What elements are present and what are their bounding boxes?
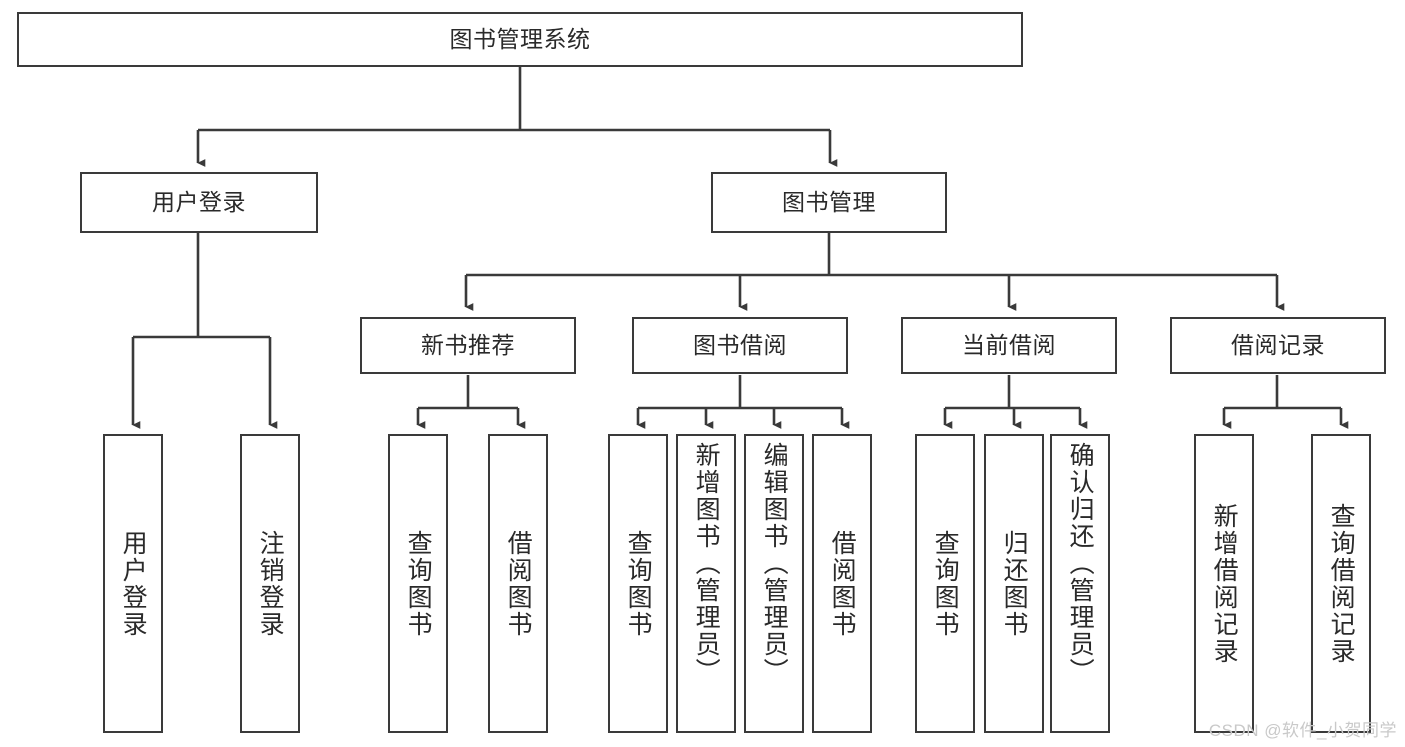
node-leaf-query-book-3-label: 查询图书 xyxy=(931,529,960,638)
node-leaf-return-book[interactable]: 归还图书 xyxy=(984,434,1044,733)
node-leaf-borrow-book-2-label: 借阅图书 xyxy=(828,529,857,638)
node-leaf-return-book-label: 归还图书 xyxy=(1000,529,1029,638)
node-leaf-query-record[interactable]: 查询借阅记录 xyxy=(1311,434,1371,733)
node-user-login-label: 用户登录 xyxy=(152,189,246,216)
node-root-label: 图书管理系统 xyxy=(449,26,591,53)
node-book-manage-label: 图书管理 xyxy=(782,189,876,216)
node-leaf-query-book-3[interactable]: 查询图书 xyxy=(915,434,975,733)
node-root[interactable]: 图书管理系统 xyxy=(17,12,1023,67)
node-leaf-user-login-label: 用户登录 xyxy=(119,529,148,638)
node-leaf-borrow-book-2[interactable]: 借阅图书 xyxy=(812,434,872,733)
node-leaf-user-login[interactable]: 用户登录 xyxy=(103,434,163,733)
node-user-login[interactable]: 用户登录 xyxy=(80,172,318,233)
node-current-borrow[interactable]: 当前借阅 xyxy=(901,317,1117,374)
node-book-manage[interactable]: 图书管理 xyxy=(711,172,947,233)
node-leaf-confirm-return-label: 确认归还（管理员） xyxy=(1066,442,1095,685)
node-book-borrow-label: 图书借阅 xyxy=(693,332,787,359)
node-leaf-borrow-book-1-label: 借阅图书 xyxy=(504,529,533,638)
node-leaf-query-book-2-label: 查询图书 xyxy=(624,529,653,638)
node-leaf-logout-label: 注销登录 xyxy=(256,529,285,638)
node-leaf-query-book-2[interactable]: 查询图书 xyxy=(608,434,668,733)
node-leaf-add-record-label: 新增借阅记录 xyxy=(1210,502,1239,665)
node-current-borrow-label: 当前借阅 xyxy=(962,332,1056,359)
node-leaf-logout[interactable]: 注销登录 xyxy=(240,434,300,733)
node-new-book-recommend[interactable]: 新书推荐 xyxy=(360,317,576,374)
csdn-watermark: CSDN @软件_小贺同学 xyxy=(1208,721,1397,740)
node-leaf-confirm-return[interactable]: 确认归还（管理员） xyxy=(1050,434,1110,733)
node-leaf-add-book-label: 新增图书（管理员） xyxy=(692,442,721,685)
node-borrow-record[interactable]: 借阅记录 xyxy=(1170,317,1386,374)
node-leaf-query-book-1[interactable]: 查询图书 xyxy=(388,434,448,733)
node-book-borrow[interactable]: 图书借阅 xyxy=(632,317,848,374)
node-leaf-query-book-1-label: 查询图书 xyxy=(404,529,433,638)
node-new-book-recommend-label: 新书推荐 xyxy=(421,332,515,359)
node-leaf-add-record[interactable]: 新增借阅记录 xyxy=(1194,434,1254,733)
node-leaf-borrow-book-1[interactable]: 借阅图书 xyxy=(488,434,548,733)
node-leaf-add-book[interactable]: 新增图书（管理员） xyxy=(676,434,736,733)
node-leaf-edit-book[interactable]: 编辑图书（管理员） xyxy=(744,434,804,733)
node-borrow-record-label: 借阅记录 xyxy=(1231,332,1325,359)
node-leaf-query-record-label: 查询借阅记录 xyxy=(1327,502,1356,665)
node-leaf-edit-book-label: 编辑图书（管理员） xyxy=(760,442,789,685)
